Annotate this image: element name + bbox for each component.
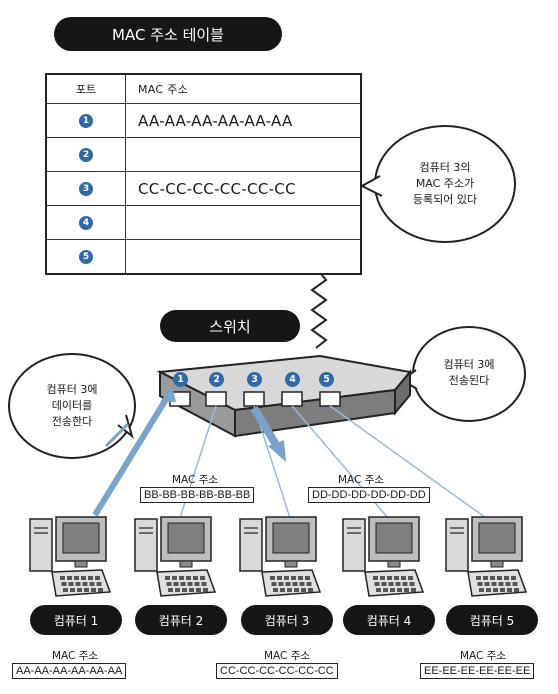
mac-label-pc2: MAC 주소 xyxy=(171,474,219,486)
send-note-bubble xyxy=(8,353,136,459)
computer-icon xyxy=(342,516,425,597)
switch-label: 스위치 xyxy=(209,317,251,336)
table-row: 4 xyxy=(47,205,360,239)
mac-address-pc3: CC-CC-CC-CC-CC-CC xyxy=(216,663,338,679)
switch-port-badge: 2 xyxy=(209,372,224,387)
mac-cell: CC-CC-CC-CC-CC-CC xyxy=(138,179,296,198)
computer-icon xyxy=(445,516,528,597)
mac-cell xyxy=(126,240,360,273)
mac-cell: AA-AA-AA-AA-AA-AA xyxy=(138,111,293,130)
switch-label-pill: 스위치 xyxy=(160,310,300,342)
mac-table: 포트 MAC 주소 1 AA-AA-AA-AA-AA-AA 2 3 CC-CC-… xyxy=(45,73,362,275)
port-number-badge: 4 xyxy=(79,215,93,230)
mac-label-pc3: MAC 주소 xyxy=(263,650,311,662)
computer-name-pill: 컴퓨터 5 xyxy=(446,605,538,635)
mac-header: MAC 주소 xyxy=(138,83,189,96)
port-2 xyxy=(205,391,227,407)
computer-name-pill: 컴퓨터 1 xyxy=(30,605,122,635)
uplink-arrowhead xyxy=(160,386,176,402)
table-switch-connector xyxy=(310,269,328,349)
send-note-text: 컴퓨터 3에 데이터를 전송한다 xyxy=(46,383,98,428)
mac-address-pc5: EE-EE-EE-EE-EE-EE xyxy=(420,663,535,679)
computer-name-pill: 컴퓨터 4 xyxy=(343,605,435,635)
table-title-pill: MAC 주소 테이블 xyxy=(54,17,282,51)
computer-icon xyxy=(239,516,322,597)
mac-cell xyxy=(126,138,360,171)
table-title: MAC 주소 테이블 xyxy=(112,25,224,44)
cable-5 xyxy=(329,405,487,519)
table-header-row: 포트 MAC 주소 xyxy=(47,75,360,103)
port-number-badge: 5 xyxy=(79,249,93,264)
switch-note-text: 컴퓨터 3에 전송된다 xyxy=(443,358,495,387)
table-note-text: 컴퓨터 3의 MAC 주소가 등록되어 있다 xyxy=(412,161,478,206)
port-number-badge: 3 xyxy=(79,181,93,196)
port-header: 포트 xyxy=(47,75,126,103)
mac-label-pc4: MAC 주소 xyxy=(337,474,385,486)
downlink-arrow xyxy=(250,405,282,451)
mac-cell xyxy=(126,206,360,239)
computer-name-pill: 컴퓨터 3 xyxy=(241,605,333,635)
port-number-badge: 2 xyxy=(79,147,93,162)
port-number-badge: 1 xyxy=(79,113,93,128)
mac-label-pc5: MAC 주소 xyxy=(459,650,507,662)
table-row: 2 xyxy=(47,137,360,171)
computers xyxy=(29,516,528,597)
port-5 xyxy=(319,391,341,407)
table-row: 1 AA-AA-AA-AA-AA-AA xyxy=(47,103,360,137)
uplink-arrow xyxy=(92,394,171,517)
mac-label-pc1: MAC 주소 xyxy=(51,650,99,662)
port-3 xyxy=(243,391,265,407)
mac-address-pc4: DD-DD-DD-DD-DD-DD xyxy=(308,487,430,503)
data-flow-arrows xyxy=(92,386,286,517)
port-4 xyxy=(281,391,303,407)
mac-address-pc1: AA-AA-AA-AA-AA-AA xyxy=(12,663,127,679)
table-row: 3 CC-CC-CC-CC-CC-CC xyxy=(47,171,360,205)
switch-port-badge: 1 xyxy=(173,372,188,387)
table-row: 5 xyxy=(47,239,360,273)
mac-address-pc2: BB-BB-BB-BB-BB-BB xyxy=(140,487,255,503)
downlink-arrowhead xyxy=(268,440,286,462)
computer-icon xyxy=(29,516,112,597)
switch-port-badge: 5 xyxy=(319,372,334,387)
switch-port-badge: 3 xyxy=(247,372,262,387)
send-arrow xyxy=(104,422,130,448)
table-note-bubble-tail xyxy=(359,175,383,197)
computer-name-pill: 컴퓨터 2 xyxy=(135,605,227,635)
switch-port-badge: 4 xyxy=(285,372,300,387)
computer-icon xyxy=(134,516,217,597)
